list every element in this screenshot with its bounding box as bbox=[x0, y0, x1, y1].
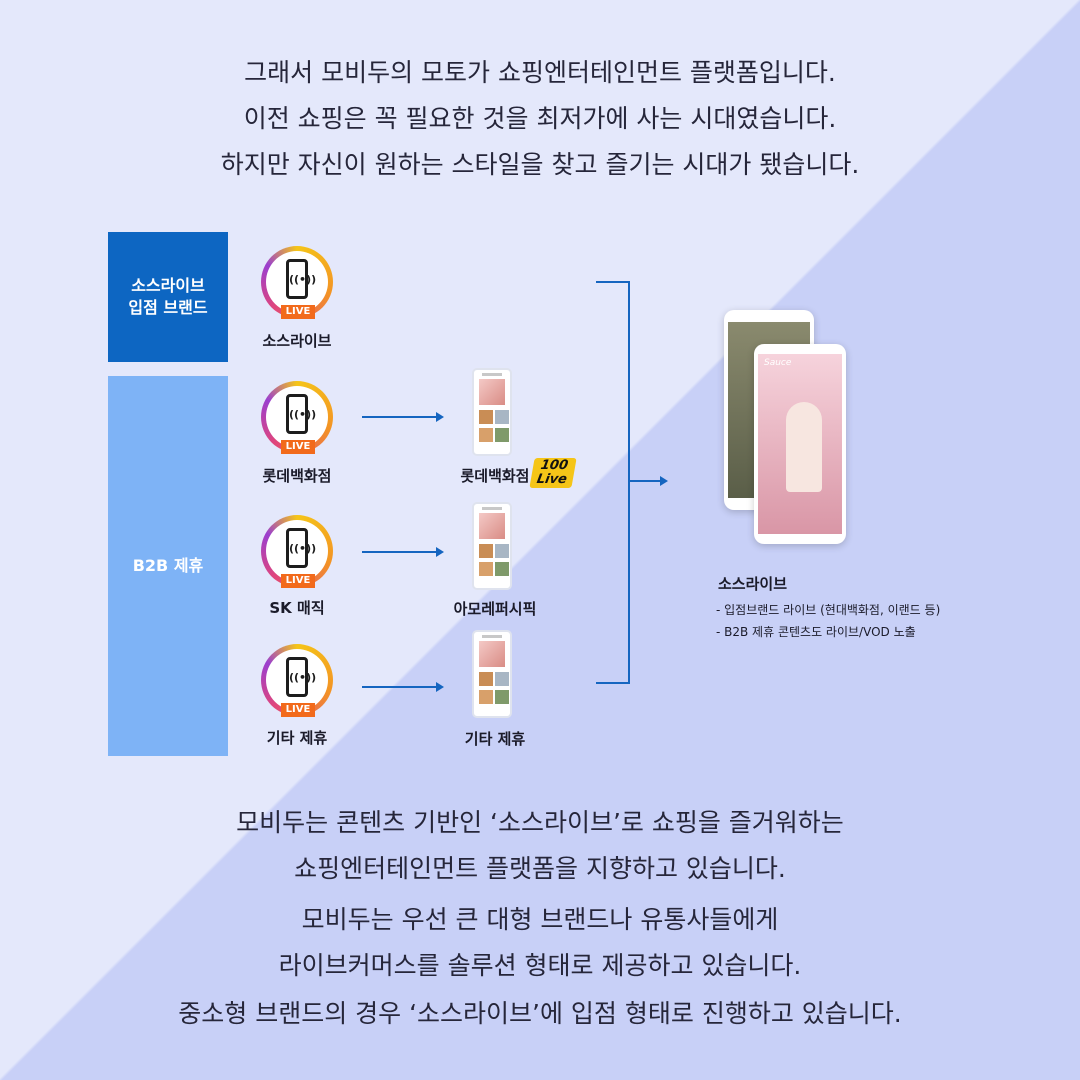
live-badge: LIVE bbox=[281, 703, 315, 717]
live-badge: LIVE bbox=[281, 440, 315, 454]
phone-mockup: Sauce bbox=[754, 344, 846, 544]
live-phone-icon: ((•)) LIVE bbox=[261, 515, 333, 588]
app-thumbnail bbox=[472, 502, 512, 590]
live-phone-icon: ((•)) LIVE bbox=[261, 644, 333, 717]
target-label: 아모레퍼시픽 bbox=[453, 600, 537, 618]
summary-line: 쇼핑엔터테인먼트 플랫폼을 지향하고 있습니다. bbox=[294, 854, 786, 883]
app-thumbnail bbox=[472, 368, 512, 456]
target-label: 롯데백화점 bbox=[460, 467, 530, 485]
intro-line: 그래서 모비두의 모토가 쇼핑엔터테인먼트 플랫폼입니다. bbox=[244, 58, 836, 87]
side-box-label: B2B 제휴 bbox=[132, 556, 204, 575]
source-label: 소스라이브 bbox=[262, 332, 332, 350]
arrow-icon bbox=[362, 547, 444, 557]
result-line: - B2B 제휴 콘텐츠도 라이브/VOD 노출 bbox=[716, 625, 916, 639]
summary-line: 모비두는 콘텐츠 기반인 ‘소스라이브’로 쇼핑을 즐거워하는 bbox=[236, 808, 844, 837]
phone-brand: Sauce bbox=[764, 358, 792, 368]
result-title: 소스라이브 bbox=[718, 575, 788, 593]
intro-line: 이전 쇼핑은 꼭 필요한 것을 최저가에 사는 시대였습니다. bbox=[243, 104, 837, 133]
arrow-icon bbox=[630, 476, 668, 486]
intro-paragraph: 그래서 모비두의 모토가 쇼핑엔터테인먼트 플랫폼입니다. 이전 쇼핑은 꼭 필… bbox=[0, 50, 1080, 188]
summary-line: 라이브커머스를 솔루션 형태로 제공하고 있습니다. bbox=[278, 951, 802, 980]
side-box-label: 소스라이브 입점 브랜드 bbox=[128, 276, 208, 317]
live-phone-icon: ((•)) LIVE bbox=[261, 246, 333, 319]
app-thumbnail bbox=[472, 630, 512, 718]
source-label: SK 매직 bbox=[269, 599, 325, 617]
live-phone-icon: ((•)) LIVE bbox=[261, 381, 333, 454]
source-label: 기타 제휴 bbox=[266, 729, 328, 747]
merge-bracket bbox=[596, 281, 630, 684]
summary-paragraph: 모비두는 콘텐츠 기반인 ‘소스라이브’로 쇼핑을 즐거워하는 쇼핑엔터테인먼트… bbox=[0, 800, 1080, 892]
intro-line: 하지만 자신이 원하는 스타일을 찾고 즐기는 시대가 됐습니다. bbox=[220, 150, 860, 179]
summary-paragraph: 모비두는 우선 큰 대형 브랜드나 유통사들에게 라이브커머스를 솔루션 형태로… bbox=[0, 897, 1080, 989]
result-line: - 입점브랜드 라이브 (현대백화점, 이랜드 등) bbox=[716, 603, 941, 617]
arrow-icon bbox=[362, 682, 444, 692]
live-badge: LIVE bbox=[281, 305, 315, 319]
side-box-b2b: B2B 제휴 bbox=[108, 376, 228, 756]
source-label: 롯데백화점 bbox=[262, 467, 332, 485]
live-badge: LIVE bbox=[281, 574, 315, 588]
summary-paragraph: 중소형 브랜드의 경우 ‘소스라이브’에 입점 형태로 진행하고 있습니다. bbox=[0, 991, 1080, 1037]
arrow-icon bbox=[362, 412, 444, 422]
100live-logo: 100 Live bbox=[529, 458, 577, 488]
summary-line: 모비두는 우선 큰 대형 브랜드나 유통사들에게 bbox=[301, 905, 779, 934]
target-label: 기타 제휴 bbox=[464, 730, 526, 748]
side-box-brand: 소스라이브 입점 브랜드 bbox=[108, 232, 228, 362]
summary-line: 중소형 브랜드의 경우 ‘소스라이브’에 입점 형태로 진행하고 있습니다. bbox=[178, 999, 902, 1028]
